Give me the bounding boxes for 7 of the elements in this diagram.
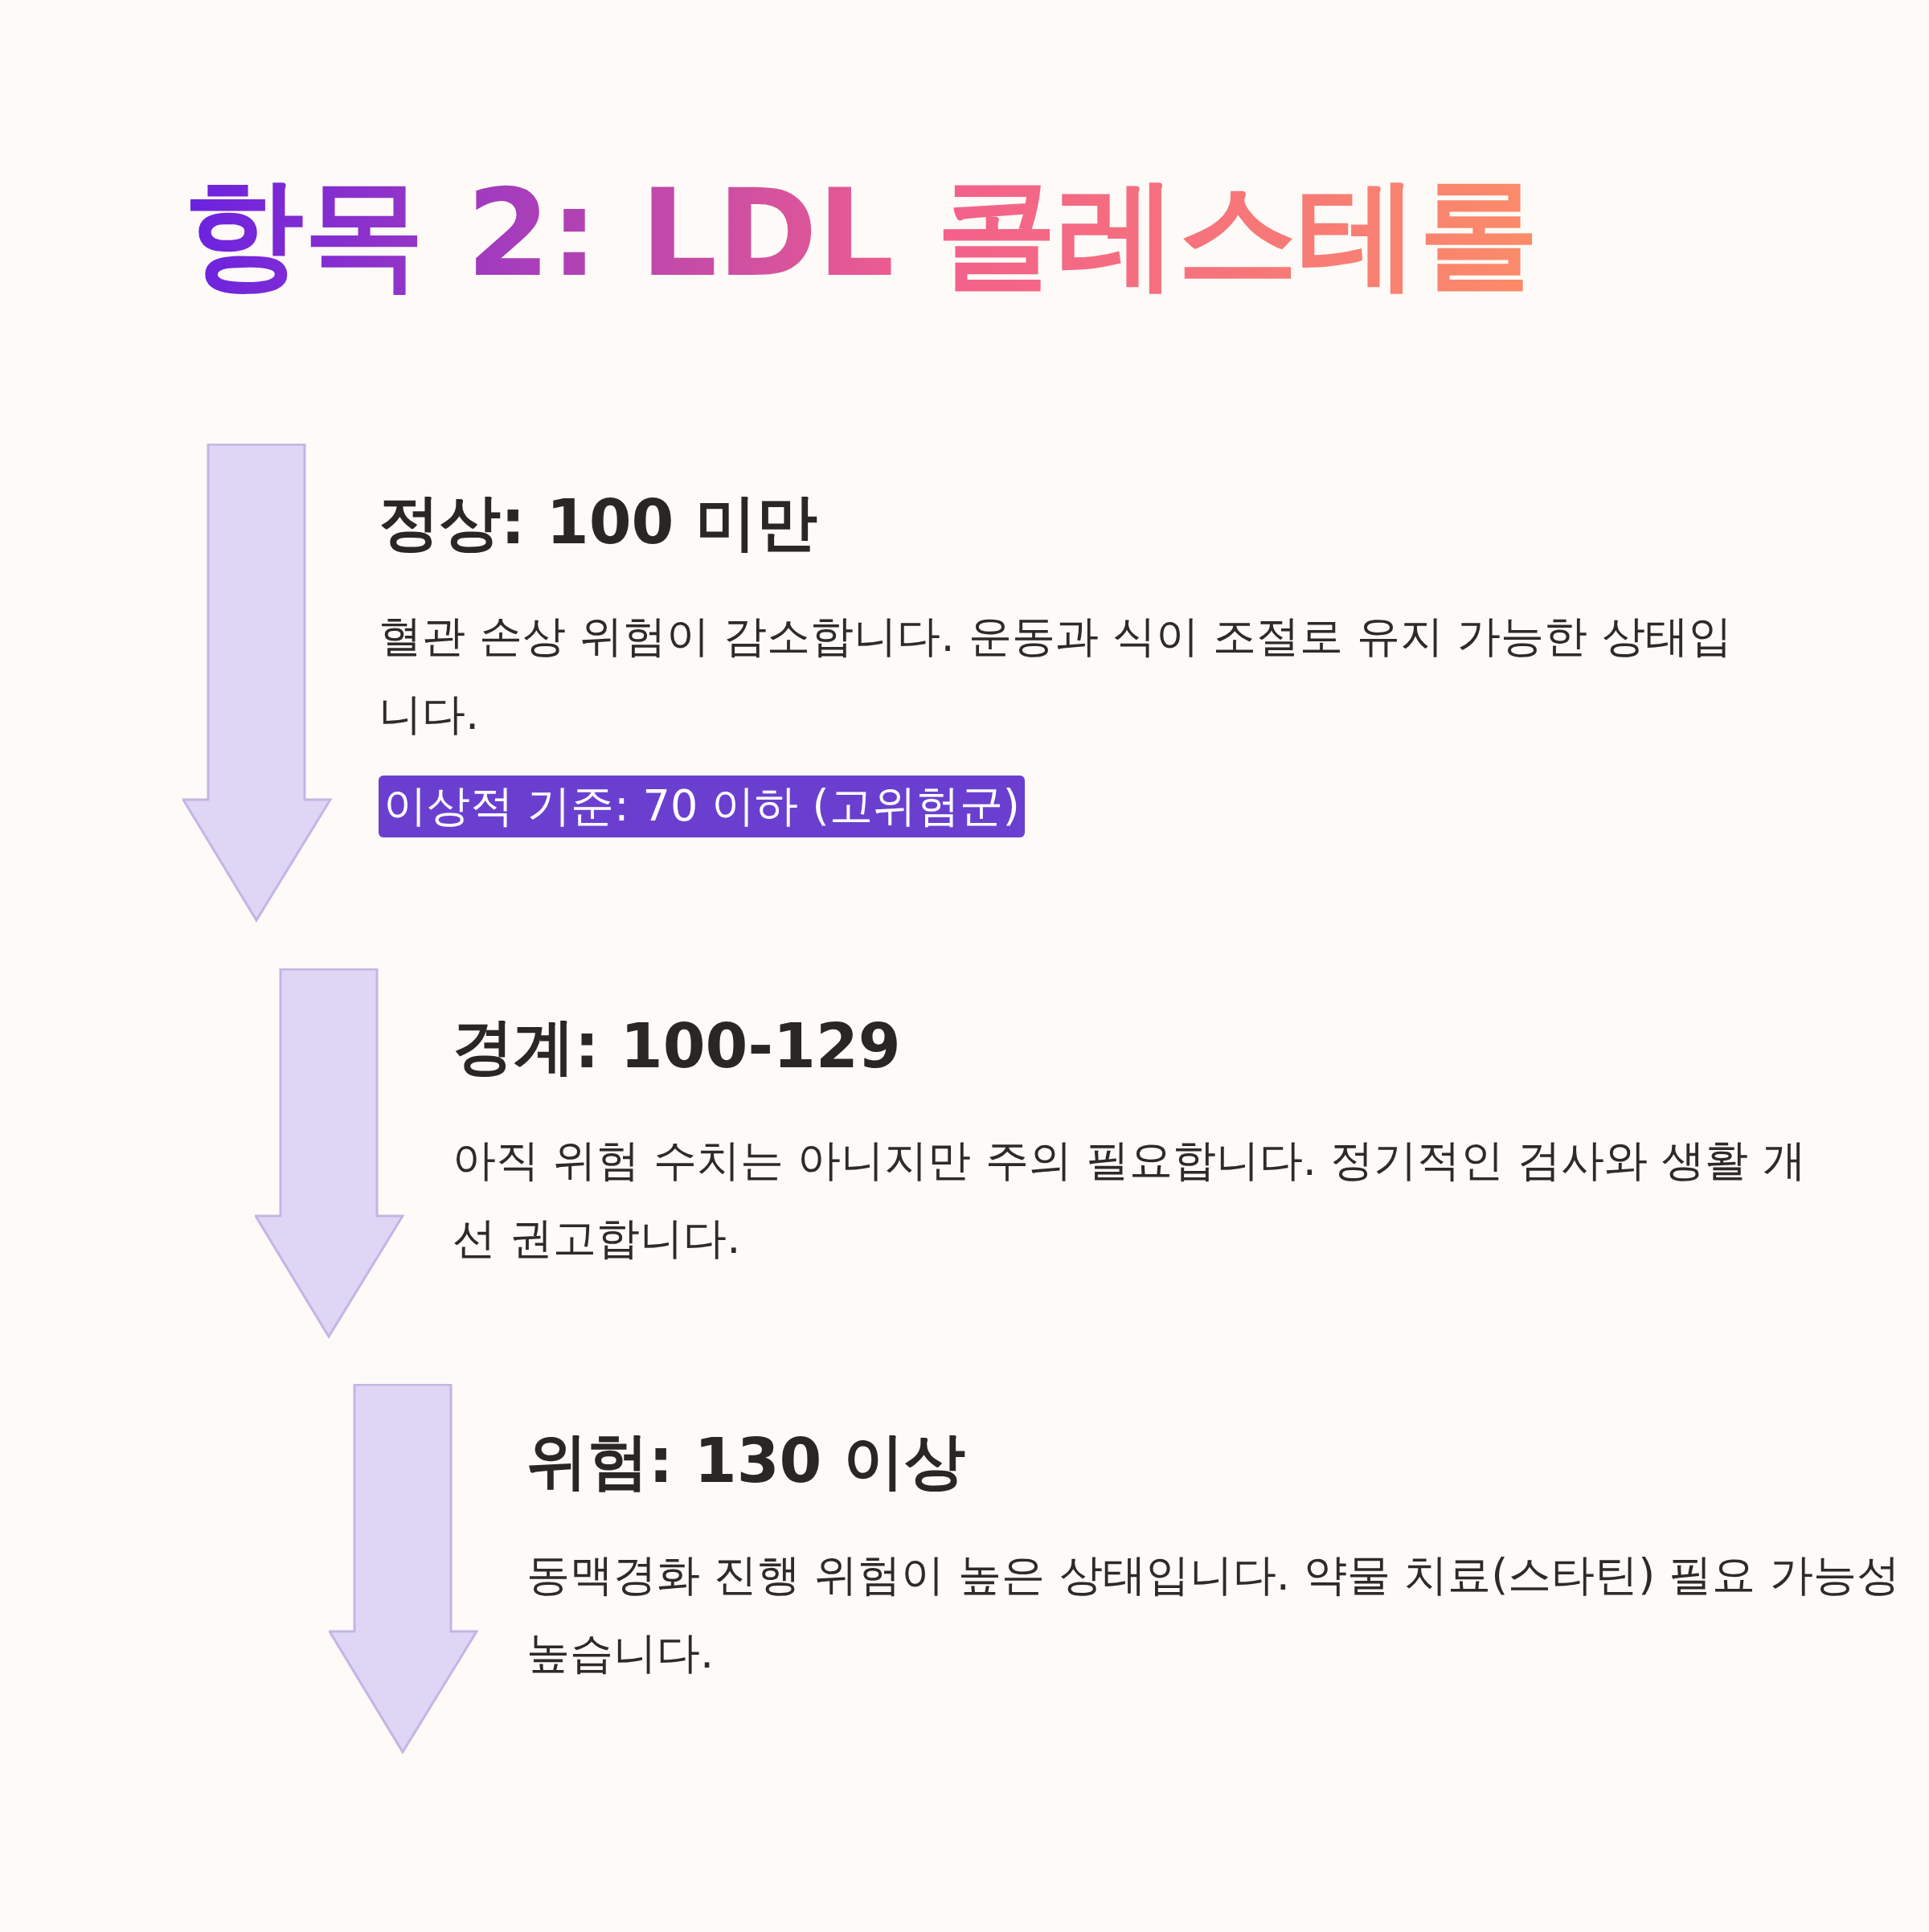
section-heading: 경계: 100-129: [453, 1009, 902, 1083]
highlight-label: 이상적 기준: 70 이하 (고위험군): [379, 776, 1025, 837]
section-heading: 정상: 100 미만: [379, 485, 818, 559]
section-heading: 위험: 130 이상: [526, 1424, 966, 1498]
section-text: 혈관 손상 위험이 감소합니다. 운동과 식이 조절로 유지 가능한 상태입니다.: [379, 610, 1733, 741]
section-text: 아직 위험 수치는 아니지만 주의 필요합니다. 정기적인 검사와 생활 개선 권고합니다.: [453, 1134, 1807, 1265]
section-text: 동맥경화 진행 위험이 높은 상태입니다. 약물 치료(스타틴) 필요 가능성 높습니다.: [526, 1549, 1901, 1680]
